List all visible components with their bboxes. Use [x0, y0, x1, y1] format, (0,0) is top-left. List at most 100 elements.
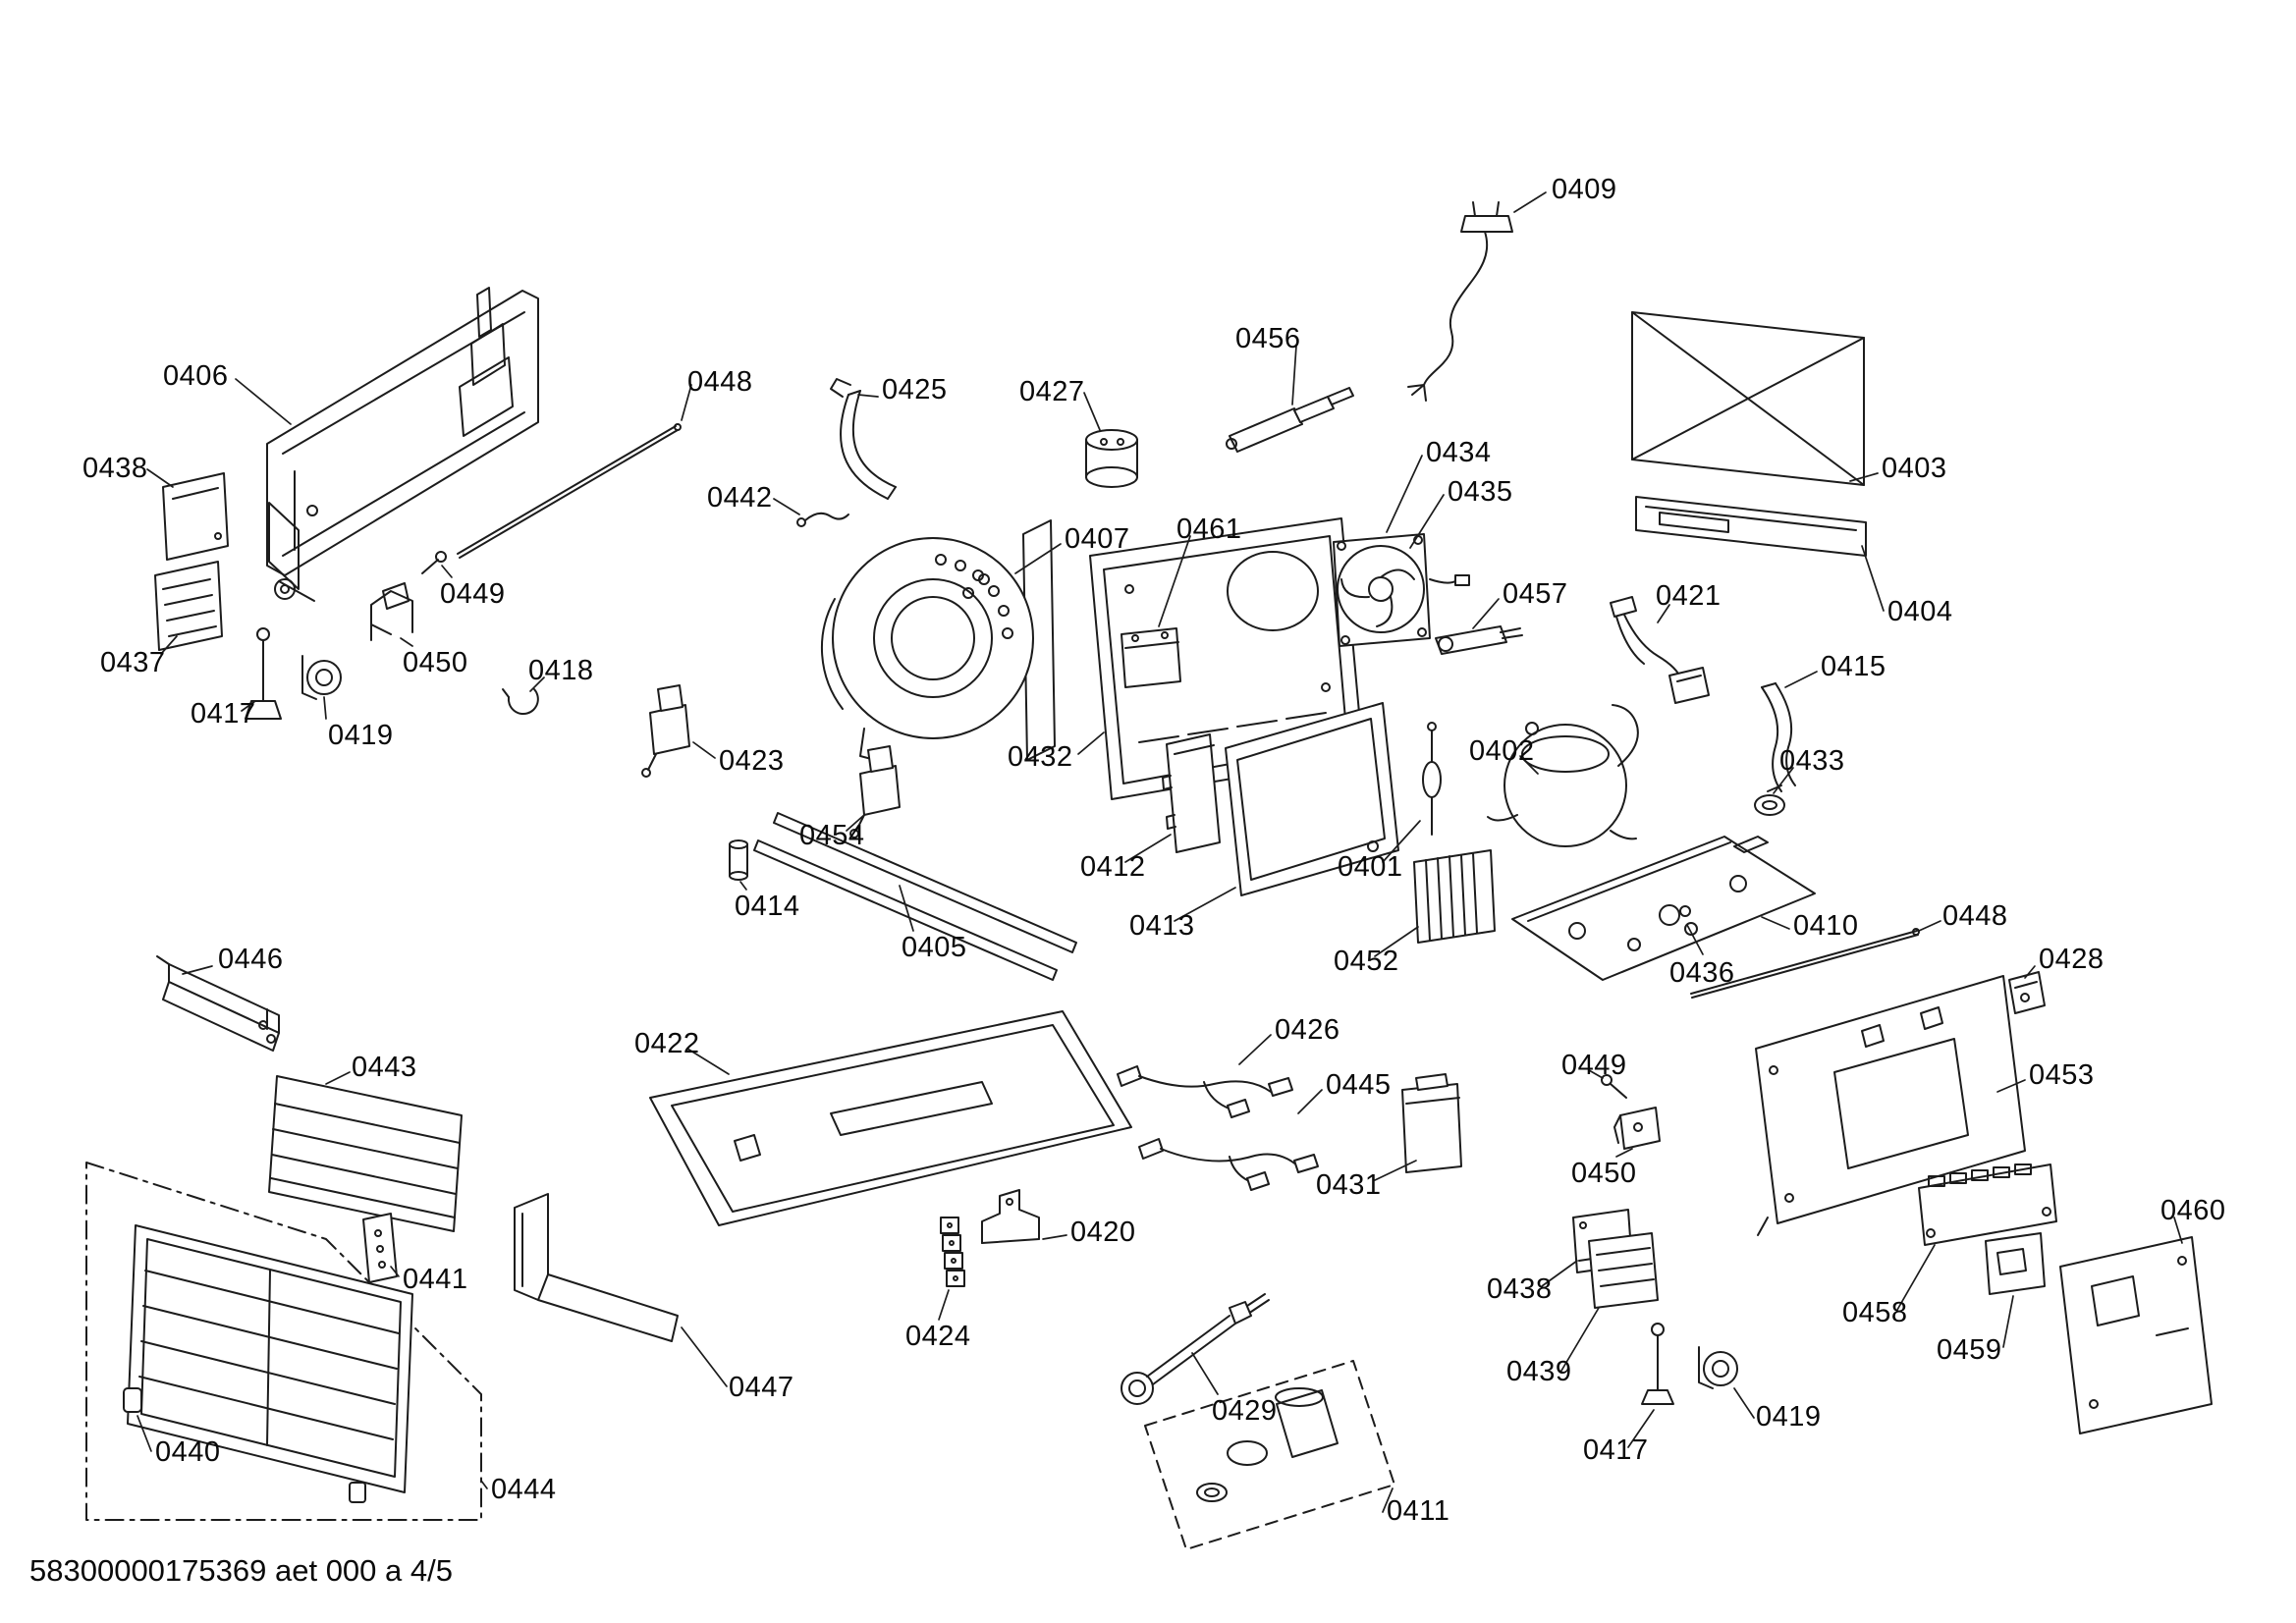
part-label-0419: 0419 — [328, 720, 394, 751]
part-label-0422: 0422 — [634, 1028, 700, 1059]
part-label-0445: 0445 — [1326, 1069, 1392, 1101]
part-label-0427: 0427 — [1019, 376, 1085, 407]
part-0417-shaft-bolt — [245, 627, 282, 720]
part-0447-channel-bracket — [514, 1193, 679, 1342]
part-label-0458: 0458 — [1842, 1297, 1908, 1328]
part-label-0411: 0411 — [1387, 1495, 1450, 1527]
part-0438-cover-plate — [162, 472, 229, 561]
part-label-0449: 0449 — [1561, 1050, 1627, 1081]
part-0420-bracket — [981, 1189, 1040, 1244]
part-label-0439: 0439 — [1506, 1356, 1572, 1387]
part-label-0406: 0406 — [163, 360, 229, 392]
part-label-0423: 0423 — [719, 745, 785, 777]
part-0453-mounting-panel — [1755, 975, 2026, 1236]
part-0460-side-panel — [2059, 1236, 2213, 1434]
part-label-0443: 0443 — [352, 1052, 417, 1083]
leader-lines — [137, 191, 2183, 1513]
part-0429-inlet-hose — [1121, 1293, 1270, 1405]
part-0409-power-cord — [1407, 201, 1513, 402]
part-label-0444: 0444 — [491, 1474, 557, 1505]
part-label-0433: 0433 — [1779, 745, 1845, 777]
part-0443-vent-grille — [268, 1075, 463, 1232]
part-0414-spacer — [729, 839, 748, 881]
part-label-0456: 0456 — [1235, 323, 1301, 354]
part-0446-rail-bracket — [156, 955, 280, 1052]
part-0441-hinge-plate — [362, 1213, 398, 1283]
part-label-0402: 0402 — [1469, 735, 1535, 767]
part-label-0429: 0429 — [1212, 1395, 1278, 1427]
part-label-0454: 0454 — [799, 820, 865, 851]
part-label-0459: 0459 — [1937, 1334, 2002, 1366]
part-0423-valve — [641, 684, 690, 778]
part-0449-screw-2 — [1601, 1074, 1627, 1099]
part-0404-bottom-rail — [1635, 496, 1867, 557]
part-0444-door-panel — [127, 1224, 413, 1503]
part-0433-grommet — [1754, 794, 1785, 816]
part-label-0461: 0461 — [1176, 514, 1242, 545]
part-label-0401: 0401 — [1338, 851, 1403, 883]
part-label-0419: 0419 — [1756, 1401, 1822, 1433]
part-0419-roller-2 — [1698, 1346, 1738, 1389]
part-label-0447: 0447 — [729, 1372, 794, 1403]
part-label-0432: 0432 — [1008, 741, 1073, 773]
part-label-0431: 0431 — [1316, 1169, 1382, 1201]
part-label-0410: 0410 — [1793, 910, 1859, 942]
part-label-0448: 0448 — [687, 366, 753, 398]
part-0418-clip — [502, 688, 539, 716]
part-0457-thermal-fuse — [1435, 625, 1523, 655]
part-label-0440: 0440 — [155, 1436, 221, 1468]
part-0454-valve — [849, 745, 901, 839]
part-label-0414: 0414 — [735, 891, 800, 922]
part-0458-control-board — [1918, 1163, 2057, 1246]
part-label-0420: 0420 — [1070, 1217, 1136, 1248]
part-0405-rails — [753, 812, 1077, 981]
part-0437-plate — [154, 561, 223, 651]
part-label-0409: 0409 — [1552, 174, 1617, 205]
part-0448-rod-2 — [1690, 928, 1920, 999]
part-label-0434: 0434 — [1426, 437, 1492, 468]
part-0412-side-panel — [1162, 733, 1221, 853]
part-0413-cover-panel — [1225, 702, 1399, 896]
part-label-0417: 0417 — [191, 698, 256, 730]
part-label-0405: 0405 — [902, 932, 967, 963]
part-0459-module — [1985, 1232, 2046, 1295]
part-label-0441: 0441 — [403, 1264, 468, 1295]
part-0407-fan-housing — [820, 519, 1056, 765]
part-label-0428: 0428 — [2039, 944, 2105, 975]
part-label-0453: 0453 — [2029, 1059, 2095, 1091]
part-label-0438: 0438 — [1487, 1273, 1553, 1305]
part-0428-switch — [2008, 971, 2046, 1014]
part-0452-evaporator — [1413, 849, 1496, 944]
part-label-0418: 0418 — [528, 655, 594, 686]
part-0461-relay — [1121, 627, 1181, 688]
document-code: 58300000175369 aet 000 a 4/5 — [29, 1553, 453, 1588]
part-0456-telescopic-tube — [1226, 387, 1354, 453]
part-label-0417: 0417 — [1583, 1434, 1649, 1466]
part-0448-rod — [457, 423, 682, 559]
part-0450-bracket — [370, 582, 413, 641]
part-0427-capacitor — [1085, 429, 1138, 488]
part-label-0415: 0415 — [1821, 651, 1886, 682]
part-label-0413: 0413 — [1129, 910, 1195, 942]
part-0411-filter-kit — [1144, 1360, 1395, 1550]
part-label-0449: 0449 — [440, 578, 506, 610]
part-label-0437: 0437 — [100, 647, 166, 678]
part-0402-compressor — [1487, 704, 1639, 847]
part-0442-wire — [796, 512, 849, 527]
part-label-0460: 0460 — [2160, 1195, 2226, 1226]
part-0444-door-panel-outline — [85, 1162, 482, 1521]
part-0401-filter-dryer — [1422, 722, 1442, 836]
part-0419-roller — [301, 655, 342, 700]
part-0403-top-panel — [1631, 311, 1865, 486]
part-0439-vent-plate — [1588, 1232, 1659, 1309]
part-0436-grommets — [1679, 905, 1691, 917]
part-label-0403: 0403 — [1882, 453, 1947, 484]
part-label-0407: 0407 — [1065, 523, 1130, 555]
part-label-0450: 0450 — [1571, 1158, 1637, 1189]
part-0434-fan-assembly — [1333, 533, 1470, 647]
part-0417-shaft-bolt-2 — [1641, 1323, 1674, 1405]
part-label-0457: 0457 — [1503, 578, 1568, 610]
part-label-0452: 0452 — [1334, 946, 1399, 977]
